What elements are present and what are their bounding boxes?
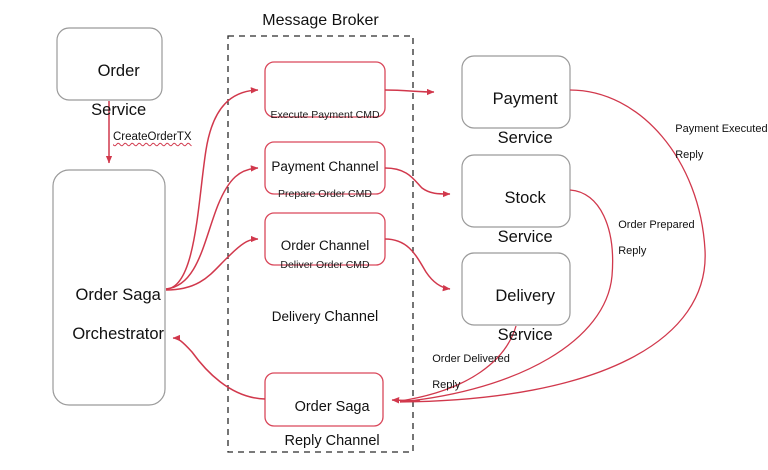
order-channel-box[interactable] xyxy=(264,141,386,195)
delivery-service-box[interactable] xyxy=(461,252,571,326)
message-broker-container xyxy=(227,35,414,453)
order-service-box[interactable] xyxy=(56,27,163,101)
reply-channel-inbound-arrow xyxy=(391,397,421,404)
edge-order-delivered-reply xyxy=(399,325,517,402)
stock-service-box[interactable] xyxy=(461,154,571,228)
edge-payment-channel-to-payment-service xyxy=(384,88,435,96)
edge-order-prepared-reply xyxy=(399,189,614,403)
edge-delivery-channel-to-delivery-service xyxy=(384,238,451,292)
payment-channel-box[interactable] xyxy=(264,61,386,118)
edge-orchestrator-to-delivery-channel xyxy=(165,235,259,291)
edge-payment-executed-reply xyxy=(399,89,706,403)
payment-service-box[interactable] xyxy=(461,55,571,129)
edge-reply-channel-to-orchestrator xyxy=(172,334,266,400)
delivery-channel-box[interactable] xyxy=(264,212,386,266)
order-saga-orchestrator-box[interactable] xyxy=(52,169,166,406)
edge-orchestrator-to-order-channel xyxy=(165,165,259,290)
edge-order-channel-to-stock-service xyxy=(384,167,451,198)
edge-orchestrator-to-payment-channel xyxy=(165,87,259,290)
order-saga-reply-channel-box[interactable] xyxy=(264,372,384,427)
